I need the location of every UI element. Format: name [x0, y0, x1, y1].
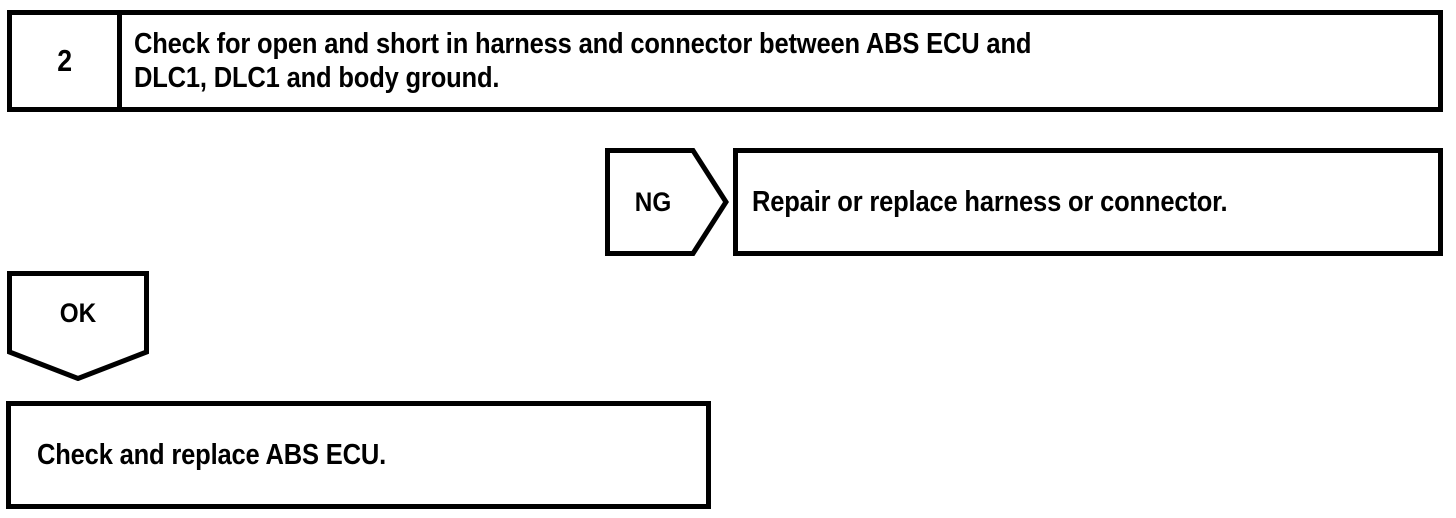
step-box: 2 Check for open and short in harness an… — [7, 10, 1443, 112]
ok-result-box: Check and replace ABS ECU. — [6, 401, 711, 509]
step-instruction-text: Check for open and short in harness and … — [134, 27, 1032, 94]
step-number-cell: 2 — [12, 15, 122, 107]
ok-pentagon-icon — [7, 271, 149, 381]
ok-result-text: Check and replace ABS ECU. — [37, 438, 387, 471]
ng-result-box: Repair or replace harness or connector. — [733, 148, 1443, 256]
ng-result-text: Repair or replace harness or connector. — [752, 185, 1228, 218]
step-number: 2 — [57, 43, 72, 78]
ng-pentagon-icon — [605, 148, 729, 256]
step-instruction-cell: Check for open and short in harness and … — [122, 15, 1438, 107]
